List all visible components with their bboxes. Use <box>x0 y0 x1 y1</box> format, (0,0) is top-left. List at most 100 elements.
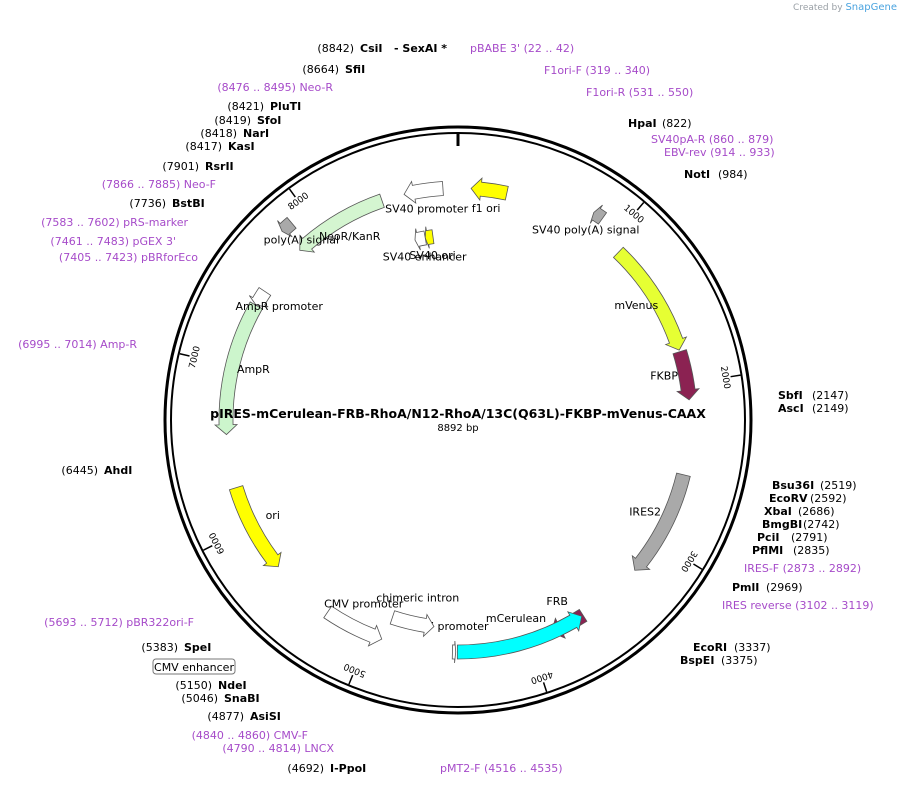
ruler-tick <box>288 188 296 198</box>
plasmid-name: pIRES-mCerulean-FRB-RhoA/N12-RhoA/13C(Q6… <box>210 406 706 421</box>
site-pmli: PmlI (2969) <box>732 581 803 594</box>
primer-neo-r: (8476 .. 8495) Neo-R <box>217 81 333 94</box>
primer-ires-f: IRES-F (2873 .. 2892) <box>744 562 861 575</box>
primer-ebv-rev: EBV-rev (914 .. 933) <box>664 146 775 159</box>
site-name: I-PpoI <box>330 762 366 775</box>
site-pcii: PciI(2791) <box>757 531 828 544</box>
site-kasi: (8417)KasI <box>185 140 254 153</box>
site-snabi: (5046)SnaBI <box>181 692 259 705</box>
site-name: RsrII <box>205 160 234 173</box>
site-name: PmlI <box>732 581 759 594</box>
feature-label: mCerulean <box>486 612 546 625</box>
primer-label: F1ori-F (319 .. 340) <box>544 64 650 77</box>
site-position: (2742) <box>803 518 840 531</box>
site-name: BspEI <box>680 654 714 667</box>
primer-label: (7461 .. 7483) pGEX 3' <box>50 235 176 248</box>
feature-label: FKBP <box>650 370 678 383</box>
site-position: (7901) <box>162 160 199 173</box>
site-sbfi: SbfI(2147) <box>778 389 849 402</box>
site-pflmi: PflMI(2835) <box>752 544 830 557</box>
feature-f1-ori <box>470 177 509 202</box>
primer-neo-f: (7866 .. 7885) Neo-F <box>102 178 216 191</box>
primer-label: (4790 .. 4814) LNCX <box>222 742 334 755</box>
feature-label: SV40 ori <box>409 249 455 262</box>
feature-cmv-promoter <box>323 605 383 647</box>
feature-label: IRES2 <box>629 505 661 518</box>
feature-label: ori <box>266 509 280 522</box>
site-position: (3375) <box>721 654 758 667</box>
snapgene-logo: SnapGene <box>845 2 897 13</box>
site-position: (2835) <box>793 544 830 557</box>
feature-fkbp <box>672 349 700 401</box>
site-hpai: HpaI(822) <box>628 117 692 130</box>
feature-mvenus <box>612 246 688 351</box>
primer-prs-marker: (7583 .. 7602) pRS-marker <box>41 216 188 229</box>
feature-label: poly(A) signal <box>264 233 339 246</box>
primer-ires-reverse: IRES reverse (3102 .. 3119) <box>722 599 874 612</box>
primer-label: (7405 .. 7423) pBRforEco <box>59 251 198 264</box>
feature-mcerulean <box>456 611 583 660</box>
site-name: NotI <box>684 168 710 181</box>
ruler-tick <box>693 563 703 570</box>
site-name: KasI <box>228 140 255 153</box>
feature-label: AmpR promoter <box>235 300 323 313</box>
site-noti: NotI(984) <box>684 168 748 181</box>
primer-label: IRES-F (2873 .. 2892) <box>744 562 861 575</box>
primer-label: pMT2-F (4516 .. 4535) <box>440 762 563 775</box>
feature-sv40-poly-a-signal-left <box>277 216 297 238</box>
site-position: (5383) <box>141 641 178 654</box>
site-name: PluTI <box>270 100 301 113</box>
cmv-enhancer-box: CMV enhancer <box>152 658 236 675</box>
feature-chimeric-intron <box>389 610 435 638</box>
site-name: AsiSI <box>250 710 281 723</box>
ruler-tick <box>636 201 645 211</box>
feature-t7-promoter <box>451 640 457 664</box>
ruler-label: 7000 <box>188 345 203 370</box>
site-name: BmgBI <box>762 518 802 531</box>
feature-label: mVenus <box>614 299 658 312</box>
primer-layer: pBABE 3' (22 .. 42)F1ori-F (319 .. 340)F… <box>18 42 874 775</box>
primer-cmv-f: (4840 .. 4860) CMV-F <box>192 729 308 742</box>
site-position: (5150) <box>175 679 212 692</box>
feature-label: T7 promoter <box>419 620 489 633</box>
site-ahdi: (6445)AhdI <box>61 464 132 477</box>
site-position: (4692) <box>287 762 324 775</box>
site-position: (2686) <box>798 505 835 518</box>
site-bspei: BspEI (3375) <box>680 654 758 667</box>
site-name: SfiI <box>345 63 365 76</box>
primer-label: (5693 .. 5712) pBR322ori-F <box>44 616 194 629</box>
feature-label: SV40 poly(A) signal <box>532 224 639 237</box>
site-bmgbi: BmgBI(2742) <box>762 518 840 531</box>
site-position: (8664) <box>302 63 339 76</box>
feature-sv40-promoter <box>403 180 444 205</box>
primer-f1ori-f: F1ori-F (319 .. 340) <box>544 64 650 77</box>
primer-label: IRES reverse (3102 .. 3119) <box>722 599 874 612</box>
primer-pbrforeco: (7405 .. 7423) pBRforEco <box>59 251 198 264</box>
feature-ires2 <box>631 472 691 571</box>
primer-label: EBV-rev (914 .. 933) <box>664 146 775 159</box>
ruler-tick <box>179 352 190 357</box>
site-position: (822) <box>662 117 692 130</box>
primer-label: (7583 .. 7602) pRS-marker <box>41 216 188 229</box>
primer-f1ori-r: F1ori-R (531 .. 550) <box>586 86 693 99</box>
ruler-tick <box>730 374 741 378</box>
primer-label: (7866 .. 7885) Neo-F <box>102 178 216 191</box>
site-position: (2969) <box>766 581 803 594</box>
site-position: (8419) <box>214 114 251 127</box>
site-layer: (8842)CsiI- SexAI *(8664)SfiI(8421)PluTI… <box>61 42 856 775</box>
primer-label: SV40pA-R (860 .. 879) <box>651 133 773 146</box>
site-name: CsiI <box>360 42 382 55</box>
site-position: (3337) <box>734 641 771 654</box>
site-position: (8842) <box>317 42 354 55</box>
feature-neor-kanr <box>299 193 385 253</box>
primer-sv40pa-r: SV40pA-R (860 .. 879) <box>651 133 773 146</box>
site-name: PciI <box>757 531 779 544</box>
ruler-label: 6000 <box>208 530 227 555</box>
primer-label: (6995 .. 7014) Amp-R <box>18 338 137 351</box>
feature-label: chimeric intron <box>376 592 459 605</box>
site-position: (2592) <box>810 492 847 505</box>
site-name: BstBI <box>172 197 205 210</box>
